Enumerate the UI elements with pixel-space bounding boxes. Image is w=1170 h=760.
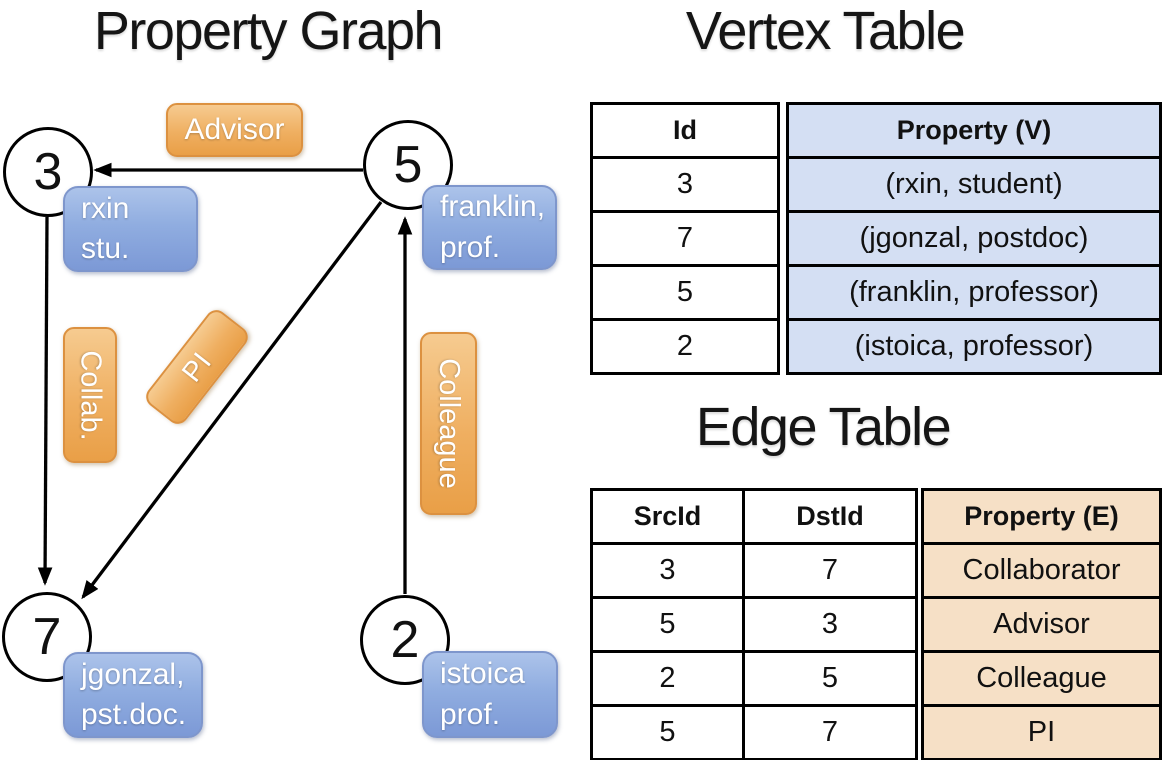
node-2-id: 2	[390, 611, 420, 669]
vertex-id-cell: 2	[590, 318, 780, 375]
property-graph-title: Property Graph	[93, 1, 444, 61]
edge-label-advisor: Advisor	[166, 103, 303, 157]
edge-property-table: Property (E) Collaborator Advisor Collea…	[921, 488, 1162, 760]
edge-label-collab-text: Collab.	[74, 349, 107, 441]
edge-label-colleague: Colleague	[420, 332, 477, 515]
edge-src-cell: 5	[590, 704, 745, 760]
node-2-property-line2: prof.	[440, 697, 501, 731]
graph-edges	[37, 162, 413, 600]
vertex-property-cell: (istoica, professor)	[786, 318, 1162, 375]
node-7-property-line1: jgonzal,	[81, 657, 185, 691]
edge-srcdst-table: SrcId DstId 3 7 5 3 2 5 5 7	[590, 488, 918, 760]
edge-dst-cell: 5	[742, 650, 918, 707]
vertex-id-table: Id 3 7 5 2	[590, 102, 780, 375]
edge-src-header: SrcId	[590, 488, 745, 545]
vertex-id-header: Id	[590, 102, 780, 159]
edge-dst-header: DstId	[742, 488, 918, 545]
edge-src-cell: 2	[590, 650, 745, 707]
edge-collaborator-3-7	[37, 216, 53, 586]
vertex-property-cell: (franklin, professor)	[786, 264, 1162, 321]
node-5-property-line2: prof.	[440, 230, 501, 264]
graph-node-5: 5	[363, 120, 453, 210]
edge-label-pi-text: PI	[175, 345, 218, 388]
node-3-id: 3	[33, 143, 63, 201]
node-3-property-line2: stu.	[81, 232, 130, 265]
node-7-id: 7	[32, 608, 62, 666]
vertex-id-cell: 7	[590, 210, 780, 267]
node-5-property-box: franklin, prof.	[422, 185, 557, 270]
edge-property-cell: Advisor	[921, 596, 1162, 653]
node-7-property-box: jgonzal, pst.doc.	[63, 652, 203, 738]
edge-label-advisor-text: Advisor	[184, 113, 285, 146]
vertex-property-cell: (rxin, student)	[786, 156, 1162, 213]
node-7-property-line2: pst.doc.	[81, 698, 187, 731]
node-5-id: 5	[393, 136, 423, 194]
edge-src-cell: 3	[590, 542, 745, 599]
edge-property-cell: PI	[921, 704, 1162, 760]
edge-dst-cell: 7	[742, 542, 918, 599]
edge-src-cell: 5	[590, 596, 745, 653]
vertex-property-cell: (jgonzal, postdoc)	[786, 210, 1162, 267]
edge-property-cell: Collaborator	[921, 542, 1162, 599]
edge-dst-cell: 7	[742, 704, 918, 760]
edge-dst-cell: 3	[742, 596, 918, 653]
vertex-table-title: Vertex Table	[685, 1, 966, 61]
vertex-id-cell: 5	[590, 264, 780, 321]
edge-property-cell: Colleague	[921, 650, 1162, 707]
edge-label-colleague-text: Colleague	[433, 358, 466, 489]
node-3-property-box: rxin stu.	[63, 186, 198, 272]
graph-node-2: 2	[360, 595, 450, 685]
node-2-property-line1: istoica	[440, 657, 526, 690]
node-3-property-line1: rxin	[81, 191, 130, 225]
vertex-id-cell: 3	[590, 156, 780, 213]
node-2-property-box: istoica prof.	[422, 651, 558, 738]
edge-table-title: Edge Table	[695, 397, 952, 457]
edge-label-collab: Collab.	[63, 327, 117, 463]
edge-pi-5-7	[81, 201, 383, 600]
vertex-property-table: Property (V) (rxin, student) (jgonzal, p…	[786, 102, 1162, 375]
node-5-property-line1: franklin,	[440, 190, 546, 223]
edge-property-header: Property (E)	[921, 488, 1162, 545]
vertex-property-header: Property (V)	[786, 102, 1162, 159]
